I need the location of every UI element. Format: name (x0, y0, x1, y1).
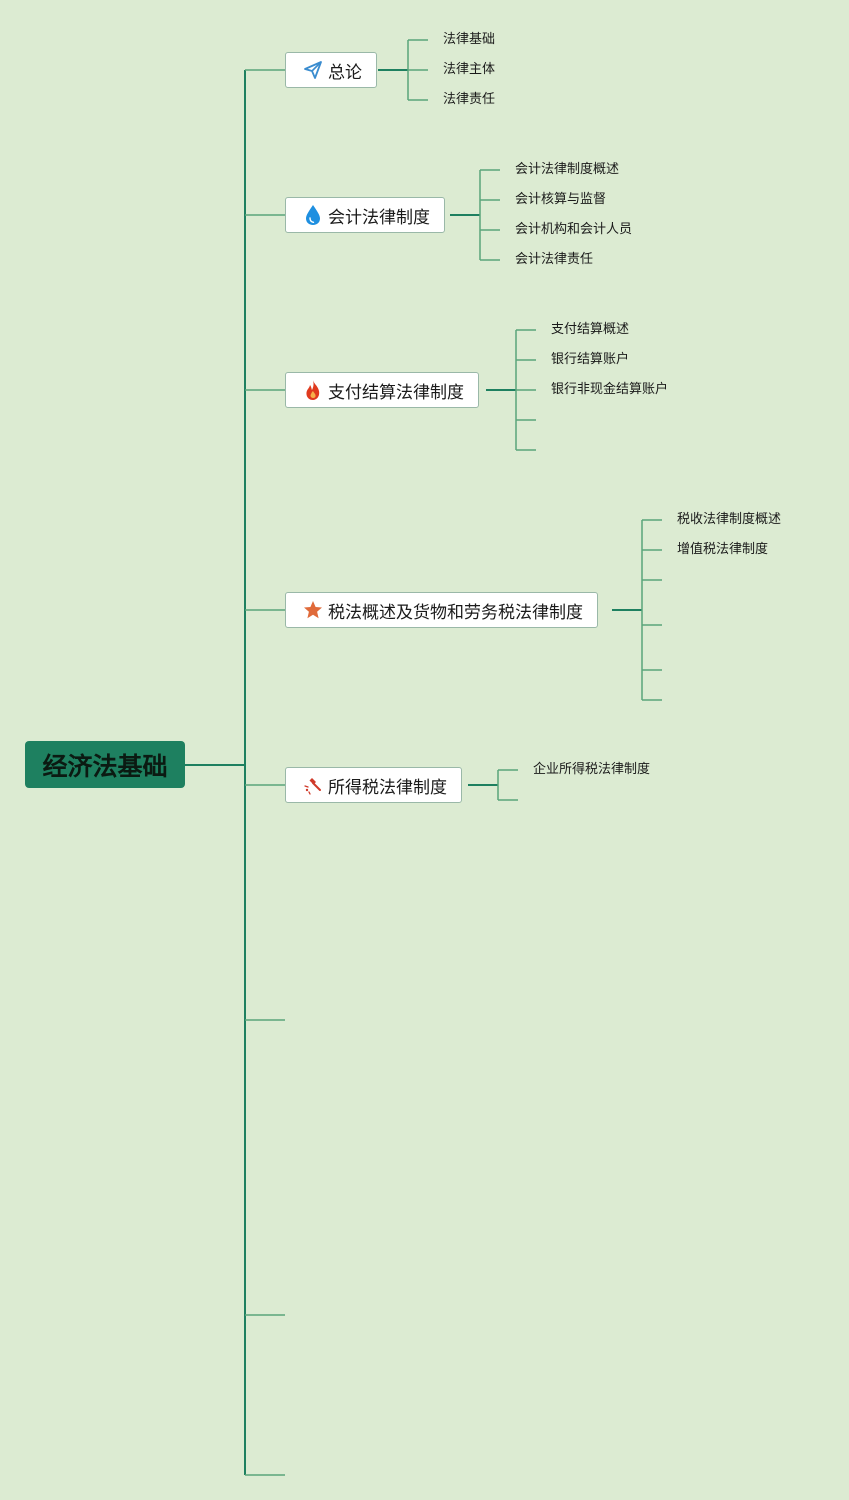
root-label: 经济法基础 (42, 751, 168, 781)
subtopic-item[interactable]: 法律基础 (443, 32, 496, 47)
topic-tax-law[interactable]: 税法概述及货物和劳务税法律制度 (285, 592, 598, 628)
paper-plane-icon (302, 59, 324, 81)
topic-label: 税法概述及货物和劳务税法律制度 (328, 602, 583, 623)
subtopic-item[interactable]: 增值税法律制度 (677, 542, 769, 557)
root-node[interactable]: 经济法基础 (25, 741, 185, 788)
star-icon (302, 599, 324, 621)
subtopic-item[interactable]: 税收法律制度概述 (677, 512, 782, 527)
subtopic-item[interactable]: 银行非现金结算账户 (551, 382, 669, 397)
hammer-icon (302, 774, 324, 796)
subtopic-item[interactable]: 支付结算概述 (551, 322, 630, 337)
subtopic-item[interactable]: 企业所得税法律制度 (533, 762, 651, 777)
topic-income-tax[interactable]: 所得税法律制度 (285, 767, 462, 803)
fire-icon (302, 379, 324, 401)
subtopic-item[interactable]: 法律责任 (443, 92, 496, 107)
subtopic-item[interactable]: 法律主体 (443, 62, 496, 77)
topic-label: 支付结算法律制度 (328, 382, 464, 403)
topic-general[interactable]: 总论 (285, 52, 377, 88)
subtopic-item[interactable]: 会计法律制度概述 (515, 162, 620, 177)
topic-label: 会计法律制度 (328, 207, 430, 228)
topic-label: 总论 (328, 62, 362, 83)
subtopic-item[interactable]: 会计核算与监督 (515, 192, 607, 207)
subtopic-item[interactable]: 会计机构和会计人员 (515, 222, 633, 237)
subtopic-item[interactable]: 银行结算账户 (551, 352, 630, 367)
topic-payment-settlement[interactable]: 支付结算法律制度 (285, 372, 479, 408)
topic-label: 所得税法律制度 (328, 777, 447, 798)
subtopic-item[interactable]: 会计法律责任 (515, 252, 594, 267)
water-drop-icon (302, 204, 324, 226)
topic-accounting-law[interactable]: 会计法律制度 (285, 197, 445, 233)
